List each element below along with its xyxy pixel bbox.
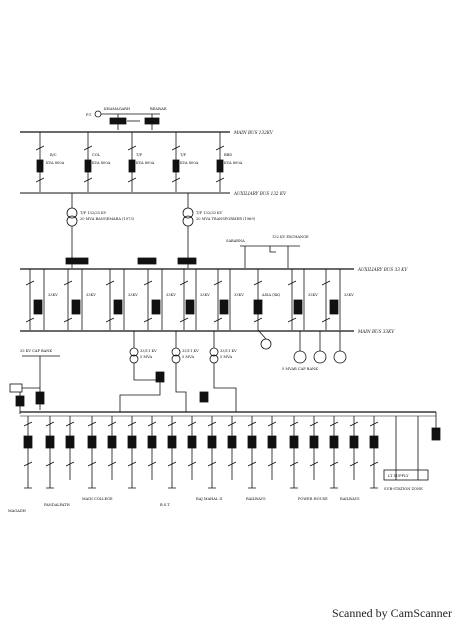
feeder-title: T/F [180,153,187,157]
feeder-bay: B/C KVA 800A [36,132,65,192]
feeder-title: BBD [224,153,232,157]
feeder-title: B/C [50,153,57,157]
transformer-rating: T/F 132/33 KV [196,211,223,215]
transformer-coil [182,207,194,219]
feeder-name: MAGADH [8,509,26,513]
feeder-33-label: 33KV [234,293,244,297]
bus-label-main-33: MAIN BUS 33KV [357,329,395,334]
transformer-detail: 20 MVA TRANSFORMER (1969) [196,217,256,221]
feeder-detail: KVA 800A [92,161,111,165]
feeder-33-label: 33KV [86,293,96,297]
feeder-name: RAJ MAHAL II [196,497,223,501]
transformer-detail: 5 MVA [182,355,194,359]
feeder-bay: BBD KVA 800A [216,132,243,192]
feeder-detail: KVA 800A [224,161,243,165]
source-label-right: BEAWAR [150,107,167,111]
lt-supply-box: LT SUPPLY [383,412,441,481]
sabarna-branch: SABARNA 132 KV EXCHANGE [226,235,309,268]
pt-label: P.T. [86,113,92,117]
links-to-11kv [119,363,237,412]
feeder-bay-33: 33KV [109,269,138,330]
feeder-33-label: 33KV [308,293,318,297]
aux-bus-33: AUXILIARY BUS 33 KV [20,267,408,272]
feeder-33-label: ASIA (XK) [261,293,281,297]
sabarna-label: SABARNA [226,239,245,243]
bus-label-aux-33: AUXILIARY BUS 33 KV [357,267,408,272]
feeder-bays-33: 33KV 33KV 33KV 33KV 33KV [25,269,354,350]
transformer-coil [182,215,194,227]
exchange-label: 132 KV EXCHANGE [272,235,309,239]
feeder-bay-33: 33KV [325,269,354,330]
feeder-bay-33: ASIA (XK) [253,269,281,350]
transformer-coil [66,207,78,219]
left-cap-bank: 33 KV CAP BANK [9,349,60,414]
aux-bus-132: AUXILIARY BUS 132 KV [20,191,287,196]
feeders-11kv [23,416,419,489]
transformer-detail: 5 MVA [220,355,232,359]
feeder-name: RAILWAYS [246,497,266,501]
source-label-left: KHAMAGARH [104,107,130,111]
transformers-33-11: 33/11 KV 5 MVA 33/11 KV 5 MVA 33/11 KV 5… [129,331,347,371]
feeder-bay: T/F KVA 800A [172,132,199,192]
feeder-bay-33: 33KV [217,269,244,330]
feeder-bay: T/F KVA 800A [128,132,155,192]
capacitor-symbol [333,350,347,364]
feeder-33-label: 33KV [200,293,210,297]
transformer-coil [171,347,181,357]
feeder-title: T/F [136,153,143,157]
source-circle-left [94,110,102,118]
feeder-name: RAILWAYS [340,497,360,501]
feeder-33-label: 33KV [344,293,354,297]
transformer-detail: 20 MVA BANGEMARA (1973) [80,217,135,221]
scanner-watermark: Scanned by CamScanner [332,606,452,620]
feeder-detail: KVA 800A [180,161,199,165]
main-bus-33: MAIN BUS 33KV [20,329,395,334]
feeder-name: PANDALPATH [44,503,70,507]
feeder-bay: COL KVA 800A [84,132,111,192]
lt-supply-label: LT SUPPLY [388,474,409,478]
capacitor-symbol [293,350,307,364]
transformer-coil [209,347,219,357]
feeder-name: SUB-STATION ZONE [384,487,423,491]
transformer-detail: 5 MVA [140,355,152,359]
feeder-title: COL [92,153,101,157]
transformers-132-33: T/F 132/33 KV 20 MVA BANGEMARA (1973) T/… [65,193,256,268]
transformer-rating: 33/11 KV [182,349,199,353]
transformer-rating: T/F 132/33 KV [80,211,107,215]
top-feeder-bays: B/C KVA 800A COL KVA 800A T/F KVA 800A T… [35,132,243,192]
bus-label-aux-132: AUXILIARY BUS 132 KV [233,191,287,196]
feeder-name: POWER HOUSE [298,497,328,501]
transformer-rating: 33/11 KV [220,349,237,353]
feeder-name: MAIN COLLEGE [82,497,113,501]
bus-11kv [20,411,436,417]
feeder-33-label: 33KV [48,293,58,297]
feeder-bay-33: 33KV [183,269,210,330]
transformer-coil [129,347,139,357]
feeder-33-label: 33KV [128,293,138,297]
bus-label-main-132: MAIN BUS 132KV [233,130,274,135]
feeder-bay-33: 33KV [291,269,318,330]
capacitor-bank-label: 5 MVAR CAP BANK [282,367,318,371]
feeder-detail: KVA 800A [136,161,155,165]
feeder-detail: KVA 800A [46,161,65,165]
transformer-rating: 33/11 KV [140,349,157,353]
feeder-bay-33: 33KV [29,269,58,330]
feeder-33-label: 33KV [166,293,176,297]
transformer-coil [260,338,272,350]
bottom-feeder-labels: MAGADH PANDALPATH MAIN COLLEGE B.S.T RAJ… [8,487,423,513]
capacitor-symbol [313,350,327,364]
main-bus-132: MAIN BUS 132KV [20,130,274,135]
cap-bank-label: 33 KV CAP BANK [20,349,52,353]
feeder-bay-33: 33KV [67,269,96,330]
feeder-name: B.S.T [160,503,170,507]
top-incomers: P.T. KHAMAGARH BEAWAR [86,107,167,130]
feeder-bay-33: 33KV [147,269,176,330]
transformer-coil [66,215,78,227]
